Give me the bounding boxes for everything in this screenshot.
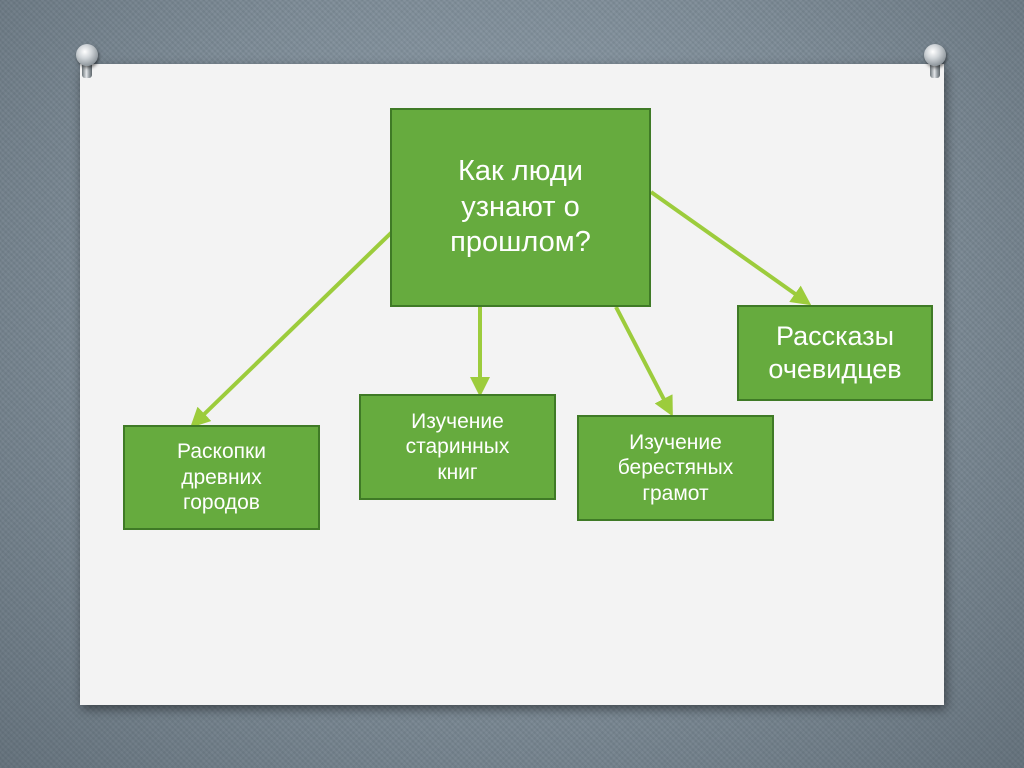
node-eyewitness: Рассказы очевидцев	[737, 305, 933, 401]
node-old-books: Изучение старинных книг	[359, 394, 556, 500]
pushpin-icon	[922, 44, 948, 78]
node-excavations: Раскопки древних городов	[123, 425, 320, 530]
root-node-label: Как люди узнают о прошлом?	[450, 155, 591, 259]
arrow-root-to-dig	[190, 230, 394, 428]
node-birchbark: Изучение берестяных грамот	[577, 415, 774, 521]
node-old-books-label: Изучение старинных книг	[405, 409, 510, 484]
arrow-root-to-birch	[614, 306, 673, 417]
node-birchbark-label: Изучение берестяных грамот	[617, 430, 734, 505]
node-excavations-label: Раскопки древних городов	[177, 440, 266, 515]
arrow-root-to-witness	[649, 190, 812, 306]
node-eyewitness-label: Рассказы очевидцев	[768, 321, 902, 384]
pushpin-icon	[74, 44, 100, 78]
root-node: Как люди узнают о прошлом?	[390, 108, 651, 307]
